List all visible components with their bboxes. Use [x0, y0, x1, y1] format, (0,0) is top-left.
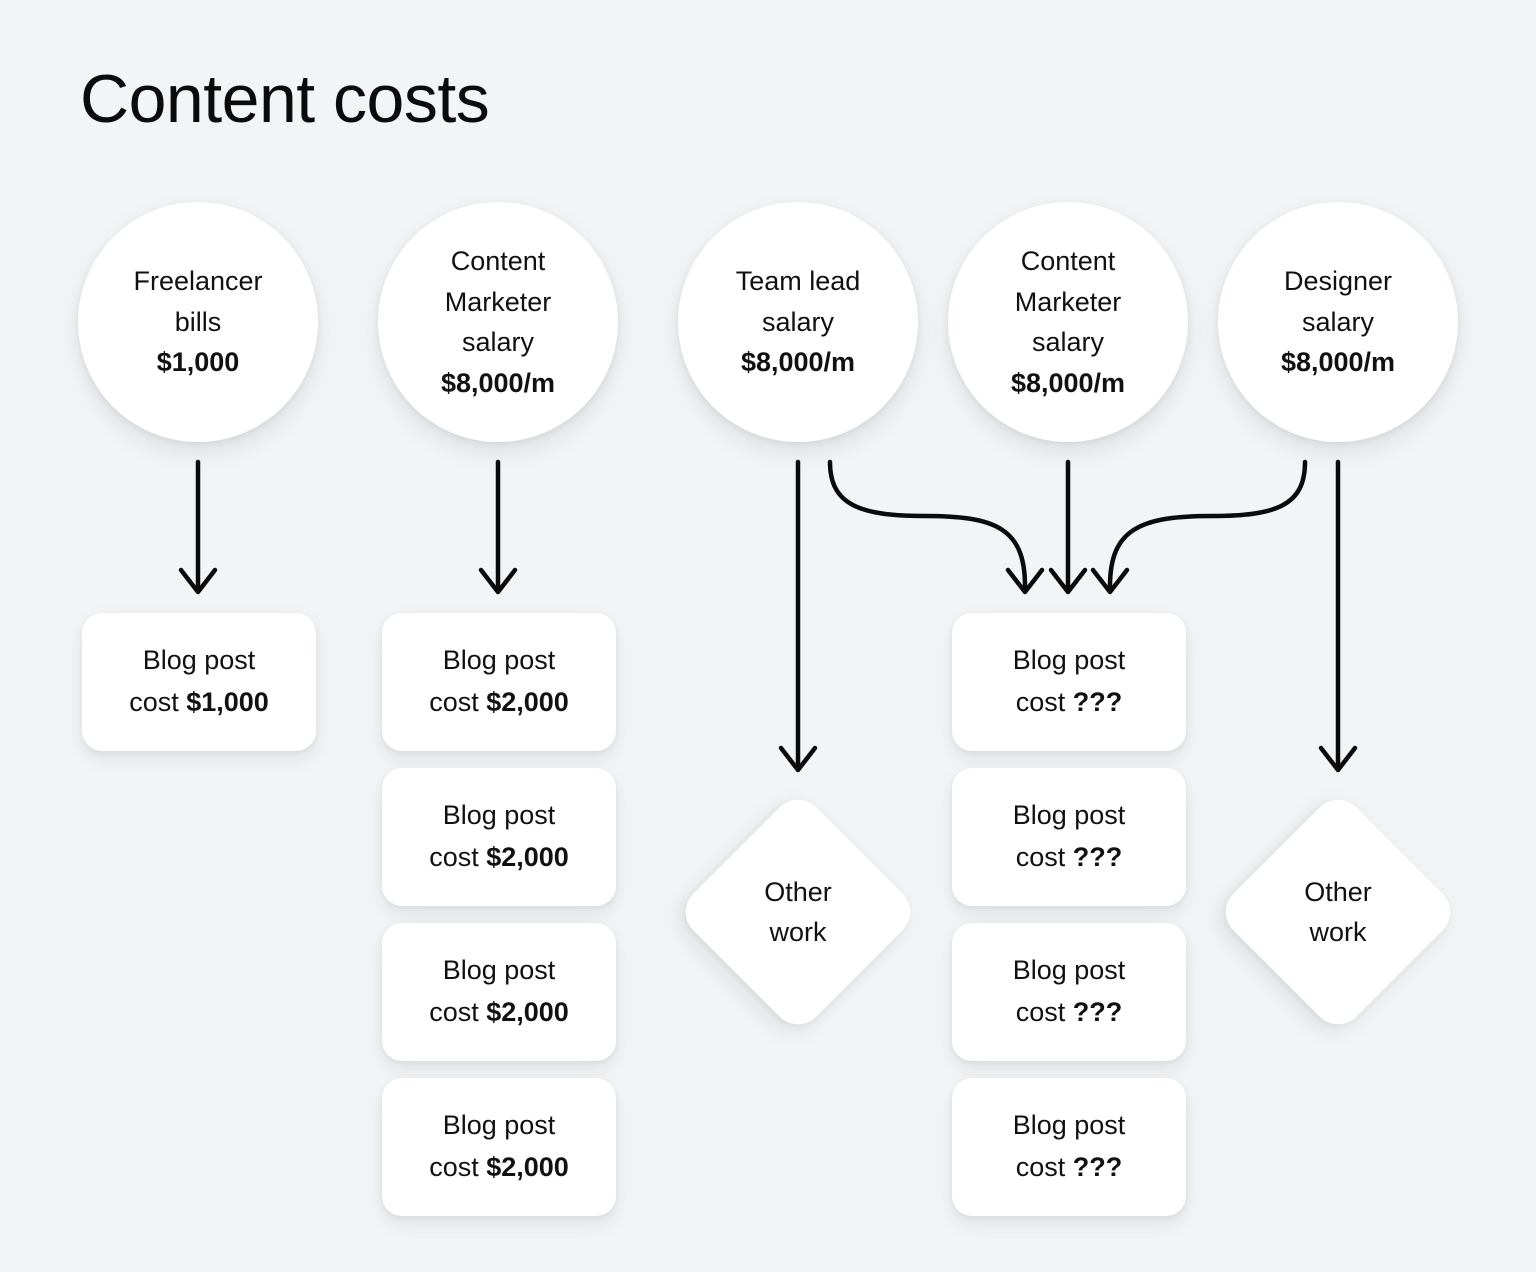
output-card-line1: Blog post — [442, 955, 556, 986]
output-card-prefix: cost — [429, 1152, 487, 1182]
source-node-freelancer[interactable]: Freelancer bills $1,000 — [78, 202, 318, 442]
source-node-text: Content Marketer salary $8,000/m — [995, 241, 1141, 403]
output-card-amount: $2,000 — [486, 687, 569, 717]
source-label-line: bills — [174, 306, 222, 337]
output-card-text: Blog post cost $2,000 — [429, 795, 569, 879]
output-card-text: Blog post cost $1,000 — [129, 640, 269, 724]
output-card[interactable]: Blog post cost ??? — [952, 613, 1186, 751]
output-card[interactable]: Blog post cost $2,000 — [382, 613, 616, 751]
source-label-line: Marketer — [444, 286, 552, 317]
source-label-line: Team lead — [735, 266, 861, 297]
source-amount: $1,000 — [156, 347, 240, 378]
output-card-line1: Blog post — [1012, 645, 1126, 676]
output-card[interactable]: Blog post cost ??? — [952, 768, 1186, 906]
source-label-line: Marketer — [1014, 286, 1122, 317]
other-work-label-line: Other — [764, 876, 832, 907]
other-work-label: Other work — [711, 825, 885, 999]
source-node-team-lead[interactable]: Team lead salary $8,000/m — [678, 202, 918, 442]
output-card-amount: $1,000 — [186, 687, 269, 717]
output-card[interactable]: Blog post cost $2,000 — [382, 1078, 616, 1216]
source-label-line: salary — [461, 327, 535, 357]
output-card-text: Blog post cost $2,000 — [429, 640, 569, 724]
output-card[interactable]: Blog post cost ??? — [952, 1078, 1186, 1216]
source-label-line: Freelancer — [133, 266, 263, 297]
output-card[interactable]: Blog post cost $2,000 — [382, 923, 616, 1061]
output-card-line1: Blog post — [442, 1110, 556, 1141]
source-amount: $8,000/m — [1010, 367, 1126, 398]
edge-designer-to-unknown-post — [1090, 459, 1308, 595]
output-card-line1: Blog post — [1012, 955, 1126, 986]
edge-designer-to-other-work — [1318, 459, 1358, 773]
source-node-designer[interactable]: Designer salary $8,000/m — [1218, 202, 1458, 442]
source-label-line: Content — [1020, 246, 1116, 276]
output-card-prefix: cost — [429, 997, 487, 1027]
output-card-text: Blog post cost $2,000 — [429, 1105, 569, 1189]
output-card-amount: ??? — [1072, 997, 1123, 1027]
output-card-text: Blog post cost ??? — [1013, 795, 1126, 879]
output-card[interactable]: Blog post cost ??? — [952, 923, 1186, 1061]
output-card-text: Blog post cost ??? — [1013, 640, 1126, 724]
source-node-text: Freelancer bills $1,000 — [117, 261, 278, 383]
output-card-text: Blog post cost ??? — [1013, 950, 1126, 1034]
source-node-content-marketer-2[interactable]: Content Marketer salary $8,000/m — [948, 202, 1188, 442]
source-label-line: salary — [761, 306, 834, 337]
edge-marketer2-to-unknown-post — [1048, 459, 1088, 595]
output-card-prefix: cost — [129, 687, 187, 717]
other-work-label-line: Other — [1304, 876, 1372, 907]
output-card-line1: Blog post — [442, 800, 556, 831]
output-card-text: Blog post cost $2,000 — [429, 950, 569, 1034]
other-work-node-right[interactable]: Other work — [1214, 788, 1462, 1036]
output-card-prefix: cost — [429, 842, 487, 872]
source-label-line: salary — [1301, 306, 1375, 337]
edge-teamlead-to-unknown-post — [827, 459, 1045, 595]
output-card-amount: $2,000 — [486, 997, 569, 1027]
output-card-amount: ??? — [1072, 1152, 1123, 1182]
source-node-text: Designer salary $8,000/m — [1265, 261, 1411, 383]
output-card-prefix: cost — [1015, 842, 1073, 872]
output-card[interactable]: Blog post cost $2,000 — [382, 768, 616, 906]
other-work-node-left[interactable]: Other work — [674, 788, 922, 1036]
other-work-label-line: work — [1309, 917, 1367, 947]
output-card-line1: Blog post — [442, 645, 556, 676]
other-work-label-line: work — [769, 917, 827, 947]
output-card-amount: $2,000 — [486, 842, 569, 872]
source-label-line: Content — [450, 246, 546, 276]
other-work-label: Other work — [1251, 825, 1425, 999]
output-card-prefix: cost — [429, 687, 487, 717]
output-card-prefix: cost — [1015, 997, 1073, 1027]
page-title: Content costs — [80, 61, 490, 137]
output-card-text: Blog post cost ??? — [1013, 1105, 1126, 1189]
output-card-line1: Blog post — [1012, 1110, 1126, 1141]
edge-teamlead-to-other-work — [778, 459, 818, 773]
output-card-amount: $2,000 — [486, 1152, 569, 1182]
source-node-content-marketer-1[interactable]: Content Marketer salary $8,000/m — [378, 202, 618, 442]
source-label-line: salary — [1031, 327, 1105, 357]
output-card-line1: Blog post — [142, 645, 256, 676]
source-amount: $8,000/m — [1280, 347, 1396, 378]
source-amount: $8,000/m — [740, 347, 856, 378]
output-card[interactable]: Blog post cost $1,000 — [82, 613, 316, 751]
output-card-amount: ??? — [1072, 842, 1123, 872]
output-card-prefix: cost — [1015, 1152, 1073, 1182]
source-amount: $8,000/m — [440, 367, 556, 398]
source-node-text: Team lead salary $8,000/m — [720, 261, 877, 383]
edge-freelancer-to-post — [178, 459, 218, 595]
output-card-line1: Blog post — [1012, 800, 1126, 831]
output-card-prefix: cost — [1015, 687, 1073, 717]
source-label-line: Designer — [1283, 266, 1393, 297]
output-card-amount: ??? — [1072, 687, 1123, 717]
edge-marketer1-to-post — [478, 459, 518, 595]
source-node-text: Content Marketer salary $8,000/m — [425, 241, 571, 403]
